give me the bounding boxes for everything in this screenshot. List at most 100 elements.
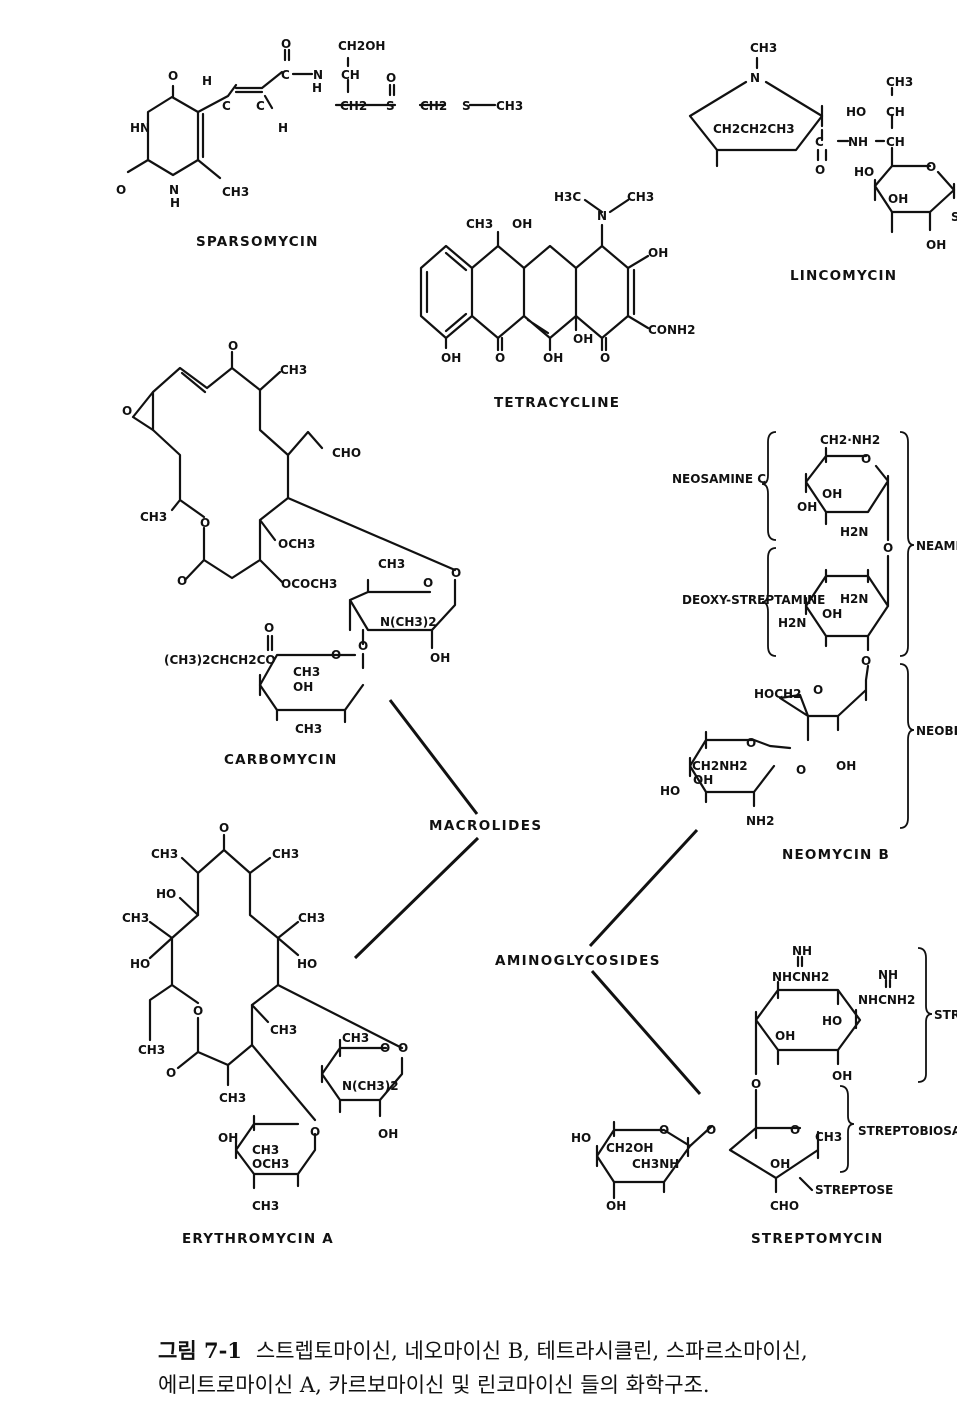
atom-label: O [281,37,291,51]
figure-number: 그림 7-1 [158,1338,242,1363]
atom-label: O [706,1123,716,1137]
atom-label: O [600,351,610,365]
atom-label: C [222,99,231,113]
compound-name-neomycin-b: NEOMYCIN B [782,847,890,863]
atom-label: OH [797,500,817,514]
atom-label: O [380,1041,390,1055]
atom-label: O [451,566,461,580]
atom-label: O [122,404,132,418]
atom-label: O [751,1077,761,1091]
atom-label: S [462,99,471,113]
atom-label: O [200,516,210,530]
atom-label: H3C [554,190,581,204]
atom-label: S [951,210,957,224]
atom-label: CH2·NH2 [820,433,880,447]
atom-label: O [659,1123,669,1137]
atom-label: N [169,183,179,197]
atom-label: HO [297,957,317,971]
atom-label: O [796,763,806,777]
atom-label: OH [822,487,842,501]
atom-label: OH [770,1157,790,1171]
atom-label: CH3 [815,1130,842,1144]
atom-label: OCH3 [252,1157,289,1171]
atom-label: CH3 [151,847,178,861]
atom-label: CH2NH2 [692,759,748,773]
fragment-label-streptidine: STREPTIDINE [934,1008,957,1022]
atom-label: H [278,121,288,135]
compound-name-sparsomycin: SPARSOMYCIN [196,234,319,250]
compound-name-streptomycin: STREPTOMYCIN [751,1231,884,1247]
atom-label: O [193,1004,203,1018]
figure-caption: 그림 7-1 스트렙토마이신, 네오마이신 B, 테트라시클린, 스파르소마이신,… [158,1334,957,1402]
atom-label: O [495,351,505,365]
atom-label: O [219,821,229,835]
atom-label: C [281,68,290,82]
atom-label: O [815,163,825,177]
class-label-aminoglycosides: AMINOGLYCOSIDES [495,953,661,969]
atom-label: CH3 [466,217,493,231]
caption-text-2: 에리트로마이신 A, 카르보마이신 및 린코마이신 들의 화학구조. [158,1373,710,1397]
tetracycline-structure: H3C N CH3 CH3 OH OH CONH2 OH O OH OH O T… [419,190,695,411]
fragment-label-neosamine: NEOSAMINE C [672,472,766,486]
erythromycin-a-structure: O CH3 CH3 HO CH3 CH3 HO HO O CH3 CH3 O C… [122,821,408,1247]
atom-label: CH3 [750,41,777,55]
class-label-macrolides: MACROLIDES [429,818,542,834]
atom-label: CONH2 [648,323,695,337]
atom-label: H2N [840,592,868,606]
atom-label: CH3 [342,1031,369,1045]
neomycin-b-structure: CH2·NH2 O OH OH H2N O H2N OH H2N O HOCH2… [660,431,957,863]
atom-label: NH2 [746,814,774,828]
connector-aminoglycosides-streptomycin [590,970,702,1095]
atom-label: OH [573,332,593,346]
atom-label: CH3 [295,722,322,736]
atom-label: OH [378,1127,398,1141]
atom-label: O [423,576,433,590]
atom-label: CH3 [252,1143,279,1157]
caption-text-1: 스트렙토마이신, 네오마이신 B, 테트라시클린, 스파르소마이신, [255,1339,808,1363]
atom-label: CH3 [222,185,249,199]
atom-label: N(CH3)2 [342,1079,399,1093]
atom-label: OH [693,773,713,787]
atom-label: CH3 [270,1023,297,1037]
atom-label: CH2 [340,99,367,113]
atom-label: O [746,736,756,750]
atom-label: NHCNH2 [858,993,915,1007]
atom-label: O [228,339,238,353]
atom-label: OH [836,759,856,773]
atom-label: OH [606,1199,626,1213]
atom-label: OH [218,1131,238,1145]
atom-label: O [116,183,126,197]
atom-label: O [926,160,936,174]
atom-label: O [883,541,893,555]
atom-label: CH3 [122,911,149,925]
atom-label: CH3 [378,557,405,571]
atom-label: NHCNH2 [772,970,829,984]
atom-label: HO [130,957,150,971]
atom-label: HO [854,165,874,179]
atom-label: O [168,69,178,83]
atom-label: OH [441,351,461,365]
fragment-label-neobiosamine: NEOBIOSAMINE [916,724,957,738]
atom-label: HO [846,105,866,119]
atom-label: OH [430,651,450,665]
fragment-text: NEOSAMINE C [672,472,766,486]
atom-label: CH3 [293,665,320,679]
atom-label: O [331,648,341,662]
atom-label: NH [848,135,868,149]
atom-label: CH3 [219,1091,246,1105]
atom-label: H [170,196,180,210]
atom-label: OH [822,607,842,621]
atom-label: O [398,1041,408,1055]
atom-label: OH [293,680,313,694]
atom-label: H [312,81,322,95]
lincomycin-structure: CH3 N CH2CH2CH3 C O NH CH CH HO CH3 HO O… [688,41,957,284]
atom-label: CH [886,105,905,119]
atom-label: O [264,621,274,635]
streptomycin-structure: NH NHCNH2 NH NHCNH2 HO OH OH O O CH3 OH … [571,944,957,1247]
fragment-label-neamine: NEAMINE [916,539,957,553]
atom-label: HO [156,887,176,901]
atom-label: O [166,1066,176,1080]
fragment-text: DEOXY-STREPTAMINE [682,593,825,607]
atom-label: O [177,574,187,588]
atom-label: CH2OH [606,1141,653,1155]
